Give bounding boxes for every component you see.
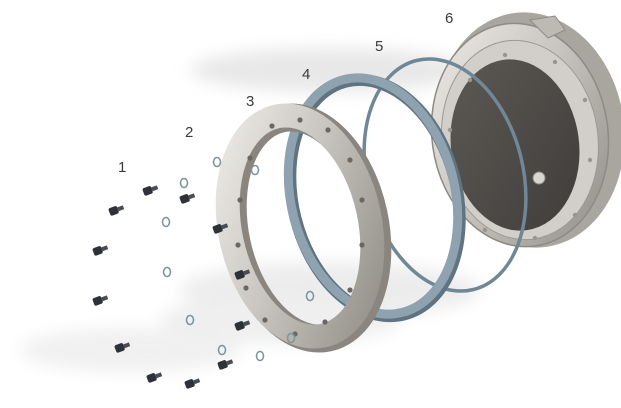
callout-3-flange-ring: 3	[246, 94, 254, 109]
part-housing	[417, 0, 621, 260]
housing-knob	[533, 172, 545, 184]
callout-2-washers: 2	[185, 125, 193, 140]
callout-6-housing: 6	[445, 11, 453, 26]
shadow-screws	[20, 328, 240, 372]
callout-4-gasket: 4	[302, 67, 310, 82]
callout-1-screws: 1	[118, 160, 126, 175]
callout-5-oring: 5	[375, 39, 383, 54]
